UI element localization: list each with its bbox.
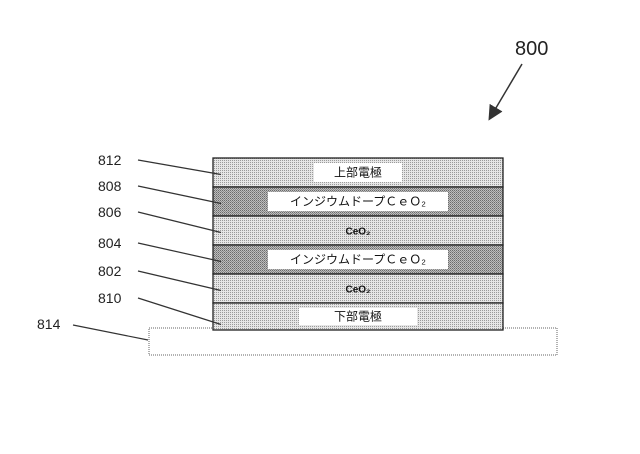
figure-arrow	[490, 64, 522, 118]
ref-label-804: 804	[98, 235, 122, 251]
layer-label-812: 上部電極	[334, 165, 382, 180]
ref-label-802: 802	[98, 263, 122, 279]
leader-line-802	[138, 271, 221, 291]
leader-line-810	[138, 298, 221, 325]
layer-label-808: インジウムドープＣｅＯ₂	[290, 195, 426, 209]
ref-label-814: 814	[37, 316, 61, 332]
leader-line-808	[138, 186, 221, 204]
leader-line-812	[138, 160, 221, 175]
ref-label-808: 808	[98, 178, 122, 194]
figure-number: 800	[515, 38, 548, 60]
ref-label-806: 806	[98, 204, 122, 220]
ref-label-810: 810	[98, 290, 122, 306]
substrate-814	[149, 328, 557, 355]
leader-line-806	[138, 212, 221, 233]
leader-line-804	[138, 243, 221, 262]
ref-label-812: 812	[98, 152, 122, 168]
layer-label-806: CeO₂	[345, 227, 370, 238]
layer-label-802: CeO₂	[345, 285, 370, 296]
layer-label-804: インジウムドープＣｅＯ₂	[290, 253, 426, 267]
leader-line-814	[73, 325, 148, 340]
layer-label-810: 下部電極	[334, 309, 382, 324]
